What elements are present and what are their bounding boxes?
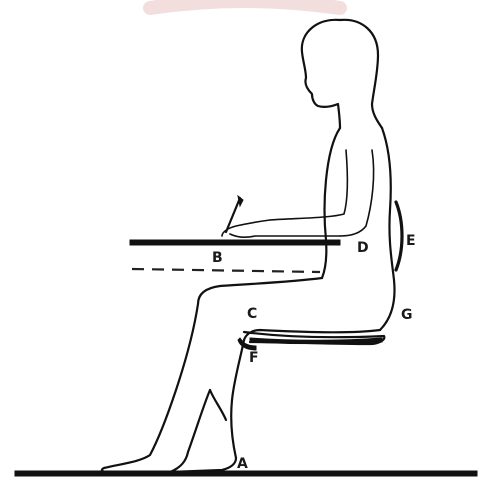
desk-underside-dashed <box>132 269 320 272</box>
pen-tip <box>238 196 243 206</box>
watermark-arc <box>150 1 340 8</box>
chest-outline <box>322 128 340 278</box>
label-c: C <box>247 306 257 322</box>
upper-arm-outline <box>270 150 374 236</box>
head-outline <box>302 20 382 128</box>
label-b: B <box>212 250 223 266</box>
label-e: E <box>406 233 416 249</box>
label-f: F <box>249 350 259 366</box>
chair-seat-fill <box>250 338 382 344</box>
back-outline <box>380 128 394 330</box>
desk-top <box>130 240 340 245</box>
shin-outline <box>102 304 210 472</box>
label-a: A <box>237 456 248 472</box>
back-leg-outline <box>170 340 244 472</box>
forearm-outline <box>222 220 340 237</box>
lumbar-support <box>396 202 402 270</box>
thigh-outline <box>198 278 380 340</box>
label-d: D <box>357 240 369 256</box>
label-g: G <box>401 307 413 323</box>
